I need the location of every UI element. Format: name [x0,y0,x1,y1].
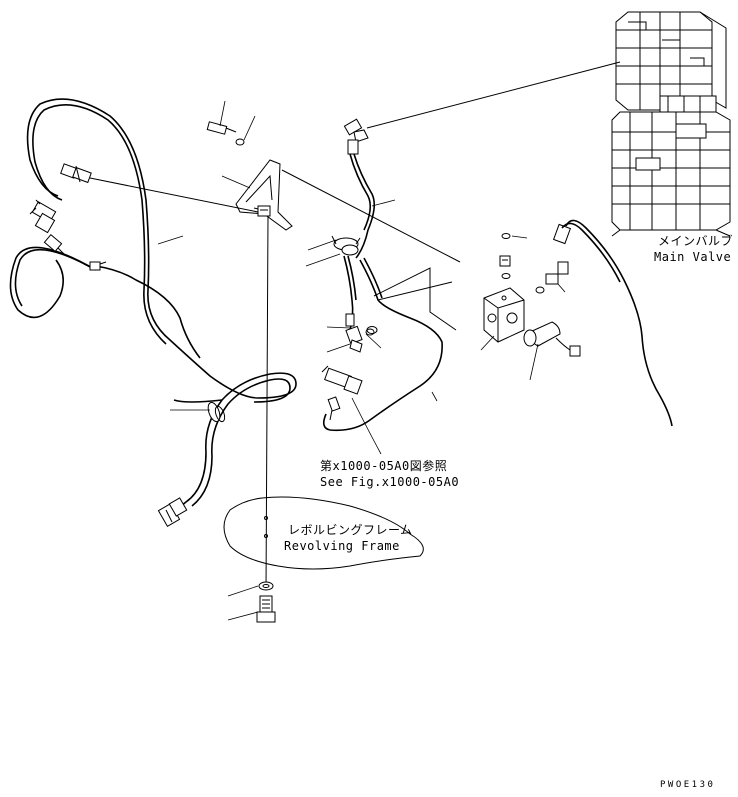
hose-center-down [322,255,443,432]
pressure-switch-left [29,199,57,234]
wiring-harness-left [9,98,297,515]
see-fig-label-jp: 第x1000-05A0図参照 [320,459,448,473]
frame-washer [258,581,274,591]
main-valve-drawing [611,11,731,237]
plug-fittings [499,233,511,279]
main-valve-label-en: Main Valve [654,250,732,264]
revolving-frame-label-en: Revolving Frame [284,539,400,553]
clamp-center [331,235,361,256]
oring-center [366,326,378,334]
hose-right [552,219,673,427]
clip-left [83,261,107,271]
revolving-frame-outline [223,496,424,570]
drawing-code: PWOE130 [660,780,716,790]
fitting-center [345,325,375,353]
connector-mid-left [43,233,67,257]
revolving-frame-label-jp: レボルビングフレーム [288,523,413,537]
callout-leaders [157,100,566,621]
bracket-assembly [206,121,293,231]
grommet [207,401,226,423]
elbow-fitting-right [535,261,569,294]
connector-center-small [327,396,341,421]
frame-bolt [256,595,276,623]
see-fig-label-en: See Fig.x1000-05A0 [320,475,460,489]
hose-top-center [343,118,376,259]
valve-block [483,287,525,343]
connector-bottom-left [157,497,188,527]
connector-top-left [60,163,92,184]
solenoid-valve [523,321,581,357]
pressure-switch-center [321,365,363,395]
main-valve-label-jp: メインバルブ [658,234,734,248]
